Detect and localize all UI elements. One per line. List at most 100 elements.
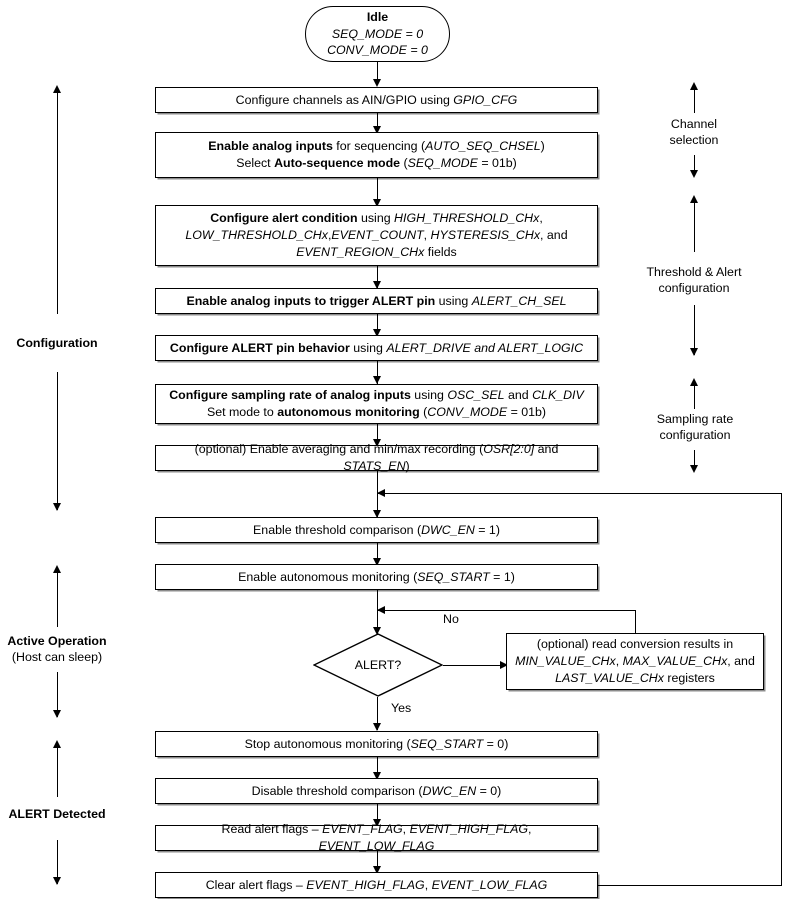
arrowhead-feedback-outer	[377, 488, 385, 497]
sampling-rate-span-lower	[694, 450, 695, 471]
arrowhead-channel-selection-top	[690, 82, 698, 90]
arrowhead-active-operation-top	[52, 565, 61, 573]
connector-sampling-to-averaging	[377, 424, 378, 445]
feedback-loop-bottom-horizontal	[598, 885, 782, 886]
connector-gpio-to-seq	[377, 113, 378, 131]
node-alert-decision-text: ALERT?	[354, 658, 402, 672]
branch-no-label: No	[443, 612, 459, 626]
connector-chsel-to-pinbehavior	[377, 314, 378, 335]
arrowhead-threshold-to-monitoring	[372, 558, 381, 566]
node-enable-alert-trigger-text: Enable analog inputs to trigger ALERT pi…	[186, 293, 567, 308]
arrowhead-active-operation-bottom	[52, 710, 61, 718]
arrowhead-configuration-top	[52, 85, 61, 93]
arrowhead-averaging-to-threshold	[372, 510, 381, 518]
arrowhead-stop-to-disable	[372, 772, 381, 780]
node-idle[interactable]: Idle SEQ_MODE = 0 CONV_MODE = 0	[305, 6, 450, 62]
channel-selection-span-upper	[694, 89, 695, 113]
connector-threshold-to-monitoring	[377, 543, 378, 564]
left-annotation-configuration: Configuration	[16, 336, 98, 350]
active-operation-span-upper	[57, 572, 58, 627]
connector-disable-to-readflags	[377, 804, 378, 825]
alert-detected-span-upper	[57, 747, 58, 797]
active-operation-line2: (Host can sleep)	[11, 649, 103, 664]
arrowhead-disable-to-readflags	[372, 819, 381, 827]
alert-detected-span-lower	[57, 840, 58, 884]
node-enable-threshold-comparison-text: Enable threshold comparison (DWC_EN = 1)	[253, 522, 500, 537]
idle-conv-mode: CONV_MODE = 0	[327, 43, 428, 58]
channel-selection-span-lower	[694, 155, 695, 176]
arrowhead-sampling-to-averaging	[372, 439, 381, 447]
configuration-span-upper	[57, 92, 58, 314]
arrowhead-channel-selection-bottom	[690, 170, 698, 178]
sampling-rate-line1: Sampling rate	[656, 412, 734, 426]
node-read-conversion-results-text: (optional) read conversion results in MI…	[515, 637, 755, 685]
active-operation-line1: Active Operation	[7, 634, 107, 648]
feedback-loop-inner-vertical	[635, 610, 636, 634]
right-annotation-sampling-rate: Sampling rate configuration	[632, 412, 758, 443]
node-enable-autonomous-monitoring[interactable]: Enable autonomous monitoring (SEQ_START …	[155, 564, 598, 590]
branch-yes-line	[377, 697, 378, 730]
connector-seq-to-alertcond	[377, 178, 378, 205]
configuration-span-lower	[57, 372, 58, 510]
connector-stop-to-disable	[377, 757, 378, 778]
arrowhead-readflags-to-clearflags	[372, 866, 381, 874]
node-enable-threshold-comparison[interactable]: Enable threshold comparison (DWC_EN = 1)	[155, 517, 598, 543]
diamond-shape-icon	[313, 633, 443, 697]
idle-title: Idle	[366, 9, 389, 24]
idle-seq-mode: SEQ_MODE = 0	[331, 26, 424, 41]
node-clear-alert-flags[interactable]: Clear alert flags – EVENT_HIGH_FLAG, EVE…	[155, 872, 598, 898]
arrowhead-gpio-to-seq	[372, 126, 381, 134]
arrowhead-configuration-bottom	[52, 503, 61, 511]
node-configure-alert-condition[interactable]: Configure alert condition using HIGH_THR…	[155, 205, 598, 266]
node-read-alert-flags[interactable]: Read alert flags – EVENT_FLAG, EVENT_HIG…	[155, 822, 598, 853]
branch-yes-label: Yes	[391, 701, 412, 715]
node-enable-averaging[interactable]: (optional) Enable averaging and min/max …	[155, 442, 598, 473]
left-annotation-alert-detected: ALERT Detected	[8, 807, 106, 821]
connector-alertcond-to-chsel	[377, 266, 378, 288]
connector-readflags-to-clearflags	[377, 851, 378, 872]
node-configure-sampling-rate[interactable]: Configure sampling rate of analog inputs…	[155, 384, 598, 424]
arrowhead-threshold-alert-bottom	[690, 348, 698, 356]
node-alert-decision[interactable]: ALERT?	[313, 633, 443, 697]
node-read-conversion-results[interactable]: (optional) read conversion results in MI…	[506, 633, 764, 690]
arrowhead-alertcond-to-chsel	[372, 281, 381, 289]
arrowhead-threshold-alert-top	[690, 195, 698, 203]
node-read-alert-flags-text: Read alert flags – EVENT_FLAG, EVENT_HIG…	[221, 822, 532, 853]
threshold-alert-span-upper	[694, 202, 695, 252]
node-enable-autonomous-monitoring-text: Enable autonomous monitoring (SEQ_START …	[238, 569, 515, 584]
node-configure-alert-pin-text: Configure ALERT pin behavior using ALERT…	[169, 340, 584, 355]
node-stop-monitoring[interactable]: Stop autonomous monitoring (SEQ_START = …	[155, 731, 598, 757]
node-enable-sequencing-text: Enable analog inputs for sequencing (AUT…	[208, 139, 545, 170]
node-stop-monitoring-text: Stop autonomous monitoring (SEQ_START = …	[244, 736, 509, 751]
node-configure-alert-pin[interactable]: Configure ALERT pin behavior using ALERT…	[155, 335, 598, 361]
node-disable-threshold-comparison[interactable]: Disable threshold comparison (DWC_EN = 0…	[155, 778, 598, 804]
right-annotation-threshold-alert: Threshold & Alert configuration	[629, 265, 759, 296]
arrowhead-alert-detected-bottom	[52, 877, 61, 885]
arrowhead-monitoring-to-decision	[372, 627, 381, 635]
arrowhead-feedback-inner	[377, 605, 385, 614]
channel-selection-line2: selection	[669, 132, 719, 147]
arrowhead-branch-no	[500, 660, 508, 669]
node-enable-alert-trigger[interactable]: Enable analog inputs to trigger ALERT pi…	[155, 288, 598, 314]
right-annotation-channel-selection: Channel selection	[634, 117, 754, 148]
threshold-alert-line2: configuration	[658, 280, 730, 295]
node-configure-sampling-rate-text: Configure sampling rate of analog inputs…	[169, 388, 584, 419]
arrowhead-pinbehavior-to-sampling	[372, 376, 381, 384]
node-configure-channels[interactable]: Configure channels as AIN/GPIO using GPI…	[155, 87, 598, 113]
connector-idle-to-gpio	[377, 62, 378, 85]
feedback-loop-outer-horizontal	[377, 493, 782, 494]
active-operation-span-lower	[57, 672, 58, 717]
feedback-loop-inner-horizontal	[377, 610, 636, 611]
sampling-rate-span-upper	[694, 385, 695, 409]
node-enable-sequencing[interactable]: Enable analog inputs for sequencing (AUT…	[155, 132, 598, 178]
left-annotation-active-operation: Active Operation (Host can sleep)	[0, 634, 114, 665]
feedback-loop-outer-vertical	[781, 493, 782, 885]
node-configure-alert-condition-text: Configure alert condition using HIGH_THR…	[185, 211, 568, 259]
node-enable-averaging-text: (optional) Enable averaging and min/max …	[194, 442, 559, 473]
node-disable-threshold-comparison-text: Disable threshold comparison (DWC_EN = 0…	[251, 783, 502, 798]
arrowhead-idle-to-gpio	[372, 79, 381, 87]
connector-pinbehavior-to-sampling	[377, 361, 378, 384]
threshold-alert-line1: Threshold & Alert	[646, 265, 742, 279]
node-configure-channels-text: Configure channels as AIN/GPIO using GPI…	[235, 92, 518, 107]
